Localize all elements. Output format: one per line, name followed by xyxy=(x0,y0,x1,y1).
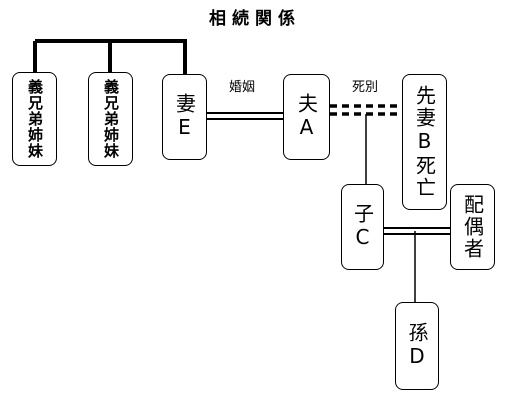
wife-e-box: 妻E xyxy=(162,74,207,160)
grandchild-d-box: 孫D xyxy=(395,302,439,390)
bereavement-label: 死別 xyxy=(352,80,379,95)
child-marriage-line xyxy=(384,227,450,235)
husband-a-label: 夫A xyxy=(294,93,319,141)
former-wife-b-box: 先妻B死亡 xyxy=(402,74,447,210)
sibling-1-label: 義兄弟姉妹 xyxy=(26,79,44,159)
former-wife-b-label: 先妻B死亡 xyxy=(412,85,437,199)
marriage-label: 婚姻 xyxy=(229,80,256,95)
child-c-label: 子C xyxy=(350,203,375,251)
sibling-box-1: 義兄弟姉妹 xyxy=(12,72,57,166)
grandchild-d-label: 孫D xyxy=(405,322,429,370)
bereavement-line xyxy=(330,104,402,116)
husband-a-box: 夫A xyxy=(283,74,330,160)
sibling-box-2: 義兄弟姉妹 xyxy=(88,72,133,166)
diagram-title: 相続関係 xyxy=(209,9,301,29)
spouse-box: 配偶者 xyxy=(450,184,495,270)
sibling-connector xyxy=(33,39,187,74)
sibling-2-label: 義兄弟姉妹 xyxy=(102,79,120,159)
spouse-label: 配偶者 xyxy=(460,194,485,260)
marriage-line xyxy=(207,112,283,120)
child-c-box: 子C xyxy=(341,184,384,270)
wife-e-label: 妻E xyxy=(172,93,197,141)
